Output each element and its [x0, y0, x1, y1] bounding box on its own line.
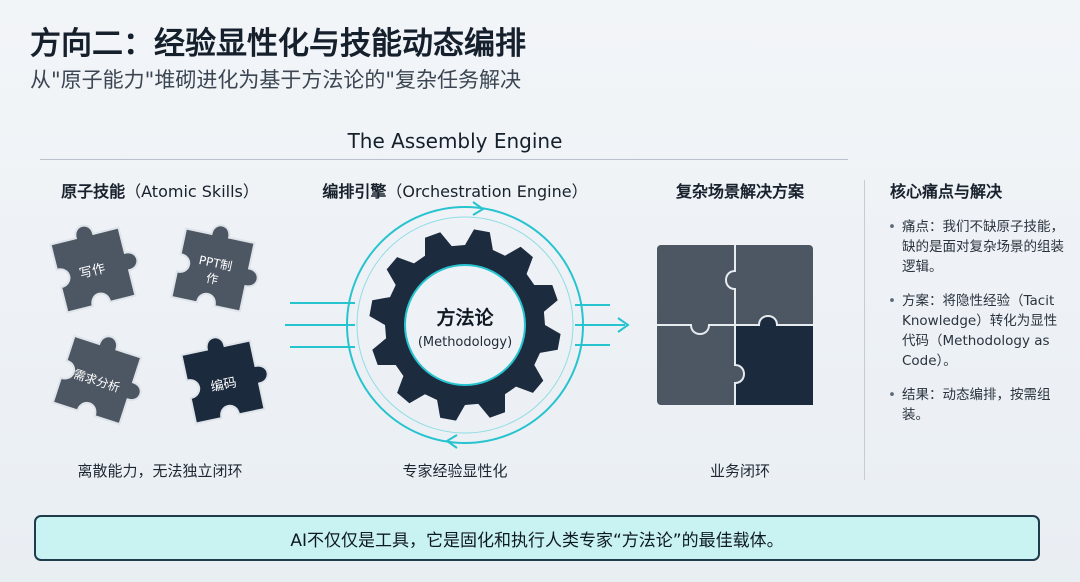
pain-points-divider	[864, 180, 865, 480]
complex-solution-heading: 复杂场景解决方案	[675, 182, 804, 201]
result-text: 结果：动态编排，按需组装。	[902, 387, 1051, 423]
skill-label-coding: 编码	[209, 375, 238, 395]
bullet-icon: •	[888, 219, 896, 235]
result-item: • 结果：动态编排，按需组装。	[888, 385, 1068, 425]
orchestration-engine-heading: 编排引擎（Orchestration Engine）	[300, 178, 610, 202]
skill-label-writing: 写作	[78, 261, 107, 282]
atomic-skills-heading-zh: 原子技能	[61, 182, 126, 201]
ring-arrows	[445, 201, 485, 449]
orchestration-caption: 专家经验显性化	[402, 462, 508, 480]
orchestration-gear-diagram: 方法论 (Methodology)	[285, 201, 630, 449]
puzzle-piece-coding: 编码	[178, 327, 276, 425]
atomic-skills-heading: 原子技能（Atomic Skills）	[40, 178, 280, 202]
bullet-icon: •	[888, 293, 896, 309]
atomic-skills-pieces: 写作 PPT制 作 需求分析 编码	[47, 215, 276, 429]
puzzle-piece-ppt: PPT制 作	[170, 217, 268, 315]
puzzle-piece-requirements: 需求分析	[51, 324, 156, 429]
gear-label: 方法论	[436, 306, 494, 329]
bullet-icon: •	[888, 387, 896, 403]
puzzle-piece-writing: 写作	[47, 215, 147, 314]
solution-text: 方案：将隐性经验（Tacit Knowledge）转化为显性代码（Methodo…	[902, 293, 1058, 369]
engine-title: The Assembly Engine	[347, 129, 563, 153]
skill-label-ppt-line1: PPT制	[197, 253, 233, 274]
orchestration-heading-zh: 编排引擎	[322, 182, 387, 201]
pain-point-item: • 痛点：我们不缺原子技能，缺的是面对复杂场景的组装逻辑。	[888, 217, 1068, 277]
assembled-seams	[657, 245, 813, 405]
complex-solution-caption: 业务闭环	[709, 462, 770, 480]
pain-point-text: 痛点：我们不缺原子技能，缺的是面对复杂场景的组装逻辑。	[902, 219, 1064, 275]
engine-divider-line	[40, 159, 848, 160]
pain-points-heading: 核心痛点与解决	[890, 182, 1003, 201]
incoming-lines	[285, 302, 355, 348]
gear-center	[404, 264, 526, 386]
outer-ring	[346, 206, 584, 444]
atomic-skills-caption: 离散能力，无法独立闭环	[77, 462, 243, 480]
pain-points-list: • 痛点：我们不缺原子技能，缺的是面对复杂场景的组装逻辑。 • 方案：将隐性经验（T…	[888, 217, 1068, 439]
assembled-piece-dark	[735, 316, 813, 405]
orchestration-heading-en: （Orchestration Engine）	[386, 182, 588, 201]
skill-label-ppt-line2: 作	[205, 271, 220, 287]
atomic-skills-heading-en: （Atomic Skills）	[125, 182, 259, 201]
page-subtitle: 从"原子能力"堆砌进化为基于方法论的"复杂任务解决	[30, 68, 521, 92]
gear-sublabel: (Methodology)	[418, 335, 512, 350]
assembled-puzzle	[657, 245, 813, 405]
conclusion-banner-text: AI不仅仅是工具，它是固化和执行人类专家“方法论”的最佳载体。	[290, 530, 784, 551]
conclusion-banner: AI不仅仅是工具，它是固化和执行人类专家“方法论”的最佳载体。	[34, 515, 1040, 561]
inner-ring	[356, 216, 574, 434]
solution-item: • 方案：将隐性经验（Tacit Knowledge）转化为显性代码（Method…	[888, 291, 1068, 371]
page-title: 方向二：经验显性化与技能动态编排	[30, 26, 526, 62]
